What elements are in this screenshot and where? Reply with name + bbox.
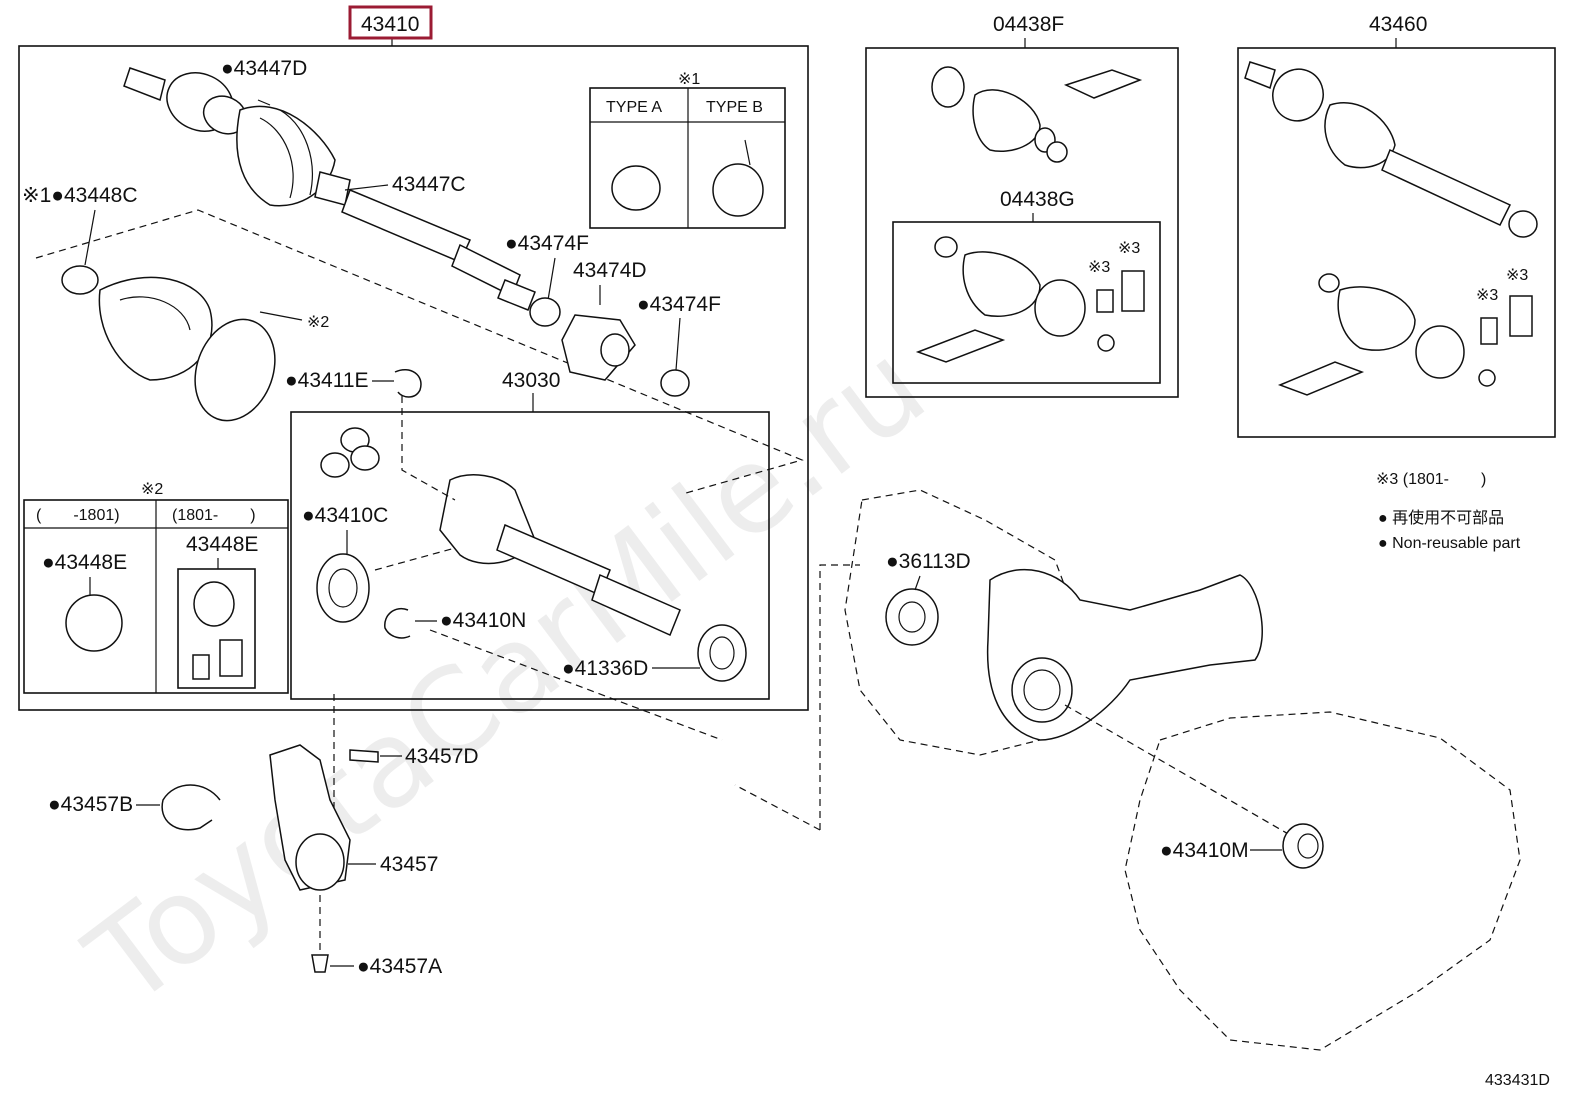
clamp-inset: ※2 ( -1801) (1801- ) ●43448E 43448E [23,481,289,694]
label-43410C[interactable]: ●43410C [302,504,388,527]
kit-04438F: 04438F 04438G ※3 ※3 [865,13,1179,398]
label-43448C[interactable]: ※1●43448C [22,184,138,207]
inner-joint [320,427,681,637]
bracket-group: 43457D ●43457B 43457 ●43457A [48,694,479,978]
type-a-label: TYPE A [606,99,662,116]
clamp-col2-label: (1801- ) [172,507,256,524]
label-43411E[interactable]: ●43411E [285,369,369,392]
label-43474D[interactable]: 43474D [573,259,647,282]
bolt-43457D [349,749,379,763]
clamp-43448C [61,265,99,295]
label-43457A[interactable]: ●43457A [357,955,442,978]
drive-shaft-outer-joint [123,67,536,311]
type-b-label: TYPE B [706,99,763,116]
kit-04438G-mark-1: ※3 [1088,259,1110,276]
label-43457B[interactable]: ●43457B [48,793,133,816]
clip-43457B [161,784,221,831]
kit-43460-code[interactable]: 43460 [1369,13,1427,36]
kit-43460: 43460 ※3 ※3 [1237,13,1556,438]
label-43474F-b[interactable]: ●43474F [637,293,721,316]
type-inset-marker: ※1 [678,71,700,88]
kit-04438F-code[interactable]: 04438F [993,13,1064,36]
kit-43460-mark-1: ※3 [1476,287,1498,304]
legend-en: ● Non-reusable part [1378,535,1521,552]
ring-43474F-a [529,297,561,327]
bolt-43457A [311,954,329,973]
main-assembly-group: 43410 ●43447D 43447C ※1●43448C ※2 [18,5,809,741]
label-36113D[interactable]: ●36113D [886,550,971,573]
boot [98,276,213,381]
legend-jp: ● 再使用不可部品 [1378,509,1504,527]
bearing-43410C [316,553,370,623]
highlighted-part-label[interactable]: 43410 [361,13,419,36]
label-43447C[interactable]: 43447C [392,173,466,196]
clamp-type-b [712,163,764,217]
ring-43474F-b [660,369,690,397]
kit-04438G-mark-2: ※3 [1118,240,1140,257]
clamp-type-a [611,165,661,211]
kit-04438G-code[interactable]: 04438G [1000,188,1075,211]
label-note2: ※2 [307,314,329,331]
label-43448E-a[interactable]: ●43448E [42,551,127,574]
label-43410N[interactable]: ●43410N [440,609,526,632]
clamp-43448E-a [65,594,123,652]
label-43457[interactable]: 43457 [380,853,438,876]
label-43410M[interactable]: ●43410M [1160,839,1249,862]
snap-ring-43411E [394,369,422,398]
clamp-col1-label: ( -1801) [36,507,120,524]
kit-43460-mark-2: ※3 [1506,267,1528,284]
bearing-43410M [1282,823,1324,869]
main-assembly-frame [18,45,809,711]
diagram-code: 433431D [1485,1072,1550,1089]
highlighted-part-box[interactable] [348,5,433,40]
snap-ring-43410N [384,608,411,639]
label-43474F-a[interactable]: ●43474F [505,232,589,255]
type-inset: ※1 TYPE A TYPE B [589,71,786,229]
label-43447D[interactable]: ●43447D [221,57,307,80]
label-43030[interactable]: 43030 [502,369,560,392]
label-41336D[interactable]: ●41336D [562,657,648,680]
boot-band [194,318,276,422]
legend-note3: ※3 (1801- ) [1376,471,1486,488]
inner-joint-frame [290,411,770,700]
legend: ※3 (1801- ) ● 再使用不可部品 ● Non-reusable par… [1376,471,1521,552]
differential: ●36113D ●43410M [844,489,1521,1051]
seal-41336D [697,624,747,682]
label-43457D[interactable]: 43457D [405,745,479,768]
clamp-inset-marker: ※2 [141,481,163,498]
label-43448E-b[interactable]: 43448E [186,533,258,556]
